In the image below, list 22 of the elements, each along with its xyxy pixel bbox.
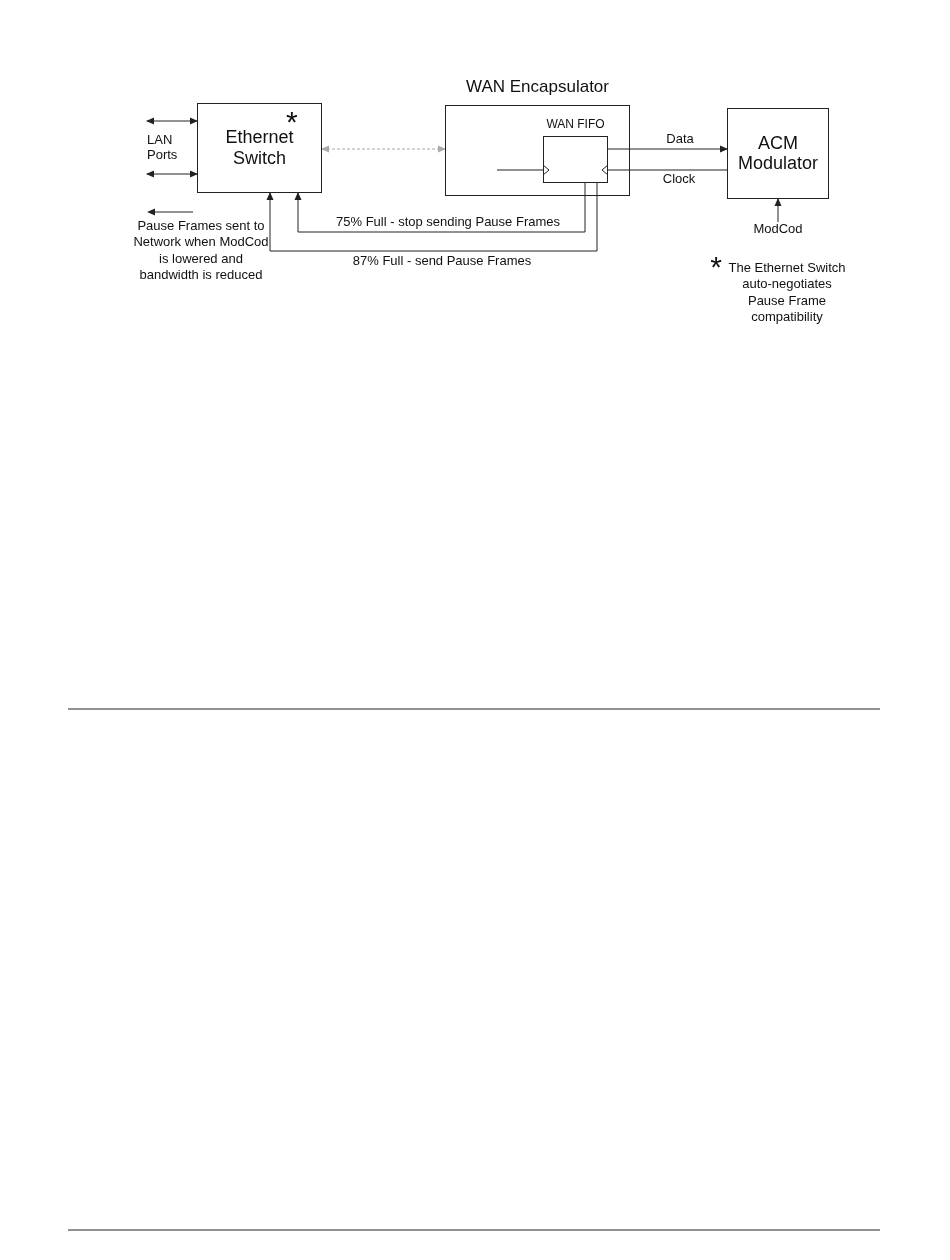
arrow: [266, 182, 598, 252]
arrow: [294, 182, 586, 233]
block-label: Ethernet Switch: [224, 127, 295, 169]
arrow: [601, 164, 728, 176]
edge-label: 87% Full - send Pause Frames: [350, 253, 534, 268]
edge-label: Clock: [660, 171, 698, 186]
note-text: The Ethernet Switch auto-negotiates Pause Frame compatibility: [727, 260, 847, 325]
note-text: Pause Frames sent to Network when ModCod is lowered and bandwidth is reduced: [132, 218, 270, 283]
arrow: [146, 117, 198, 125]
arrow: [146, 170, 198, 178]
arrow: [496, 164, 550, 176]
block-label: ACM Modulator: [736, 132, 819, 174]
arrow: [774, 198, 782, 223]
edge-label: 75% Full - stop sending Pause Frames: [334, 214, 562, 229]
edge-label: Data: [664, 131, 696, 146]
block-heading: WAN FIFO: [545, 118, 606, 132]
signal-label: ModCod: [752, 222, 804, 237]
asterisk-mark: *: [709, 252, 723, 282]
arrow: [321, 145, 446, 153]
block-heading: WAN Encapsulator: [465, 77, 610, 97]
port-label: LAN Ports: [147, 133, 179, 163]
arrow: [607, 145, 728, 153]
